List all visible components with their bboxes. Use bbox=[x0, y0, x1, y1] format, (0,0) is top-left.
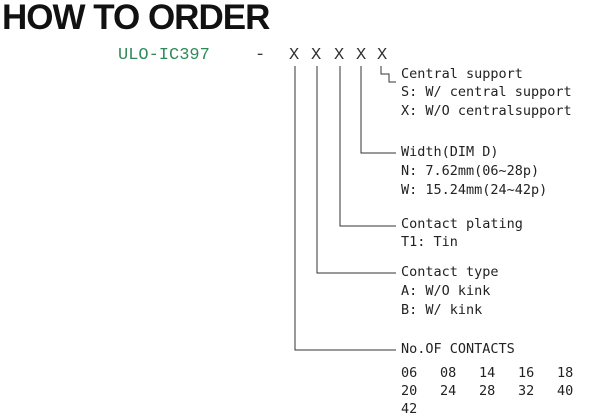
width-option-w: W: 15.24mm(24~42p) bbox=[401, 182, 548, 198]
width-heading: Width(DIM D) bbox=[401, 144, 499, 160]
code-char-4: X bbox=[356, 46, 367, 65]
contacts-value: 18 bbox=[557, 365, 574, 381]
central-support-heading: Central support bbox=[401, 66, 523, 82]
part-number: ULO-IC397 bbox=[118, 46, 210, 65]
connector-contact-plating bbox=[339, 66, 396, 227]
connector-lines bbox=[294, 66, 396, 351]
central-support-option-x: X: W/O centralsupport bbox=[401, 103, 572, 119]
contacts-value: 06 bbox=[401, 365, 418, 381]
contacts-value: 14 bbox=[479, 365, 496, 381]
contacts-value: 08 bbox=[440, 365, 457, 381]
width-option-n: N: 7.62mm(06~28p) bbox=[401, 163, 540, 179]
page-title: HOW TO ORDER bbox=[2, 0, 270, 37]
contact-type-heading: Contact type bbox=[401, 264, 499, 280]
contacts-value: 24 bbox=[440, 383, 457, 399]
separator: - bbox=[255, 46, 266, 65]
contacts-value: 32 bbox=[518, 383, 535, 399]
contacts-value: 28 bbox=[479, 383, 496, 399]
contacts-value: 20 bbox=[401, 383, 418, 399]
contact-plating-option-t1: T1: Tin bbox=[401, 234, 458, 250]
connector-width bbox=[360, 66, 396, 154]
connector-no-of-contacts bbox=[294, 66, 396, 351]
code-char-3: X bbox=[334, 46, 345, 65]
code-char-1: X bbox=[289, 46, 300, 65]
central-support-option-s: S: W/ central support bbox=[401, 84, 572, 100]
no-of-contacts-heading: No.OF CONTACTS bbox=[401, 341, 515, 357]
connector-central-support bbox=[380, 66, 396, 83]
connector-contact-type bbox=[316, 66, 396, 274]
contacts-values-grid: 06 08 14 16 18 20 24 28 32 40 42 bbox=[401, 365, 596, 418]
contacts-value: 42 bbox=[401, 401, 418, 417]
contacts-value: 40 bbox=[557, 383, 574, 399]
contact-type-option-a: A: W/O kink bbox=[401, 283, 491, 299]
code-char-5: X bbox=[377, 46, 388, 65]
contacts-value: 16 bbox=[518, 365, 535, 381]
contact-type-option-b: B: W/ kink bbox=[401, 302, 483, 318]
contact-plating-heading: Contact plating bbox=[401, 216, 523, 232]
code-char-2: X bbox=[311, 46, 322, 65]
